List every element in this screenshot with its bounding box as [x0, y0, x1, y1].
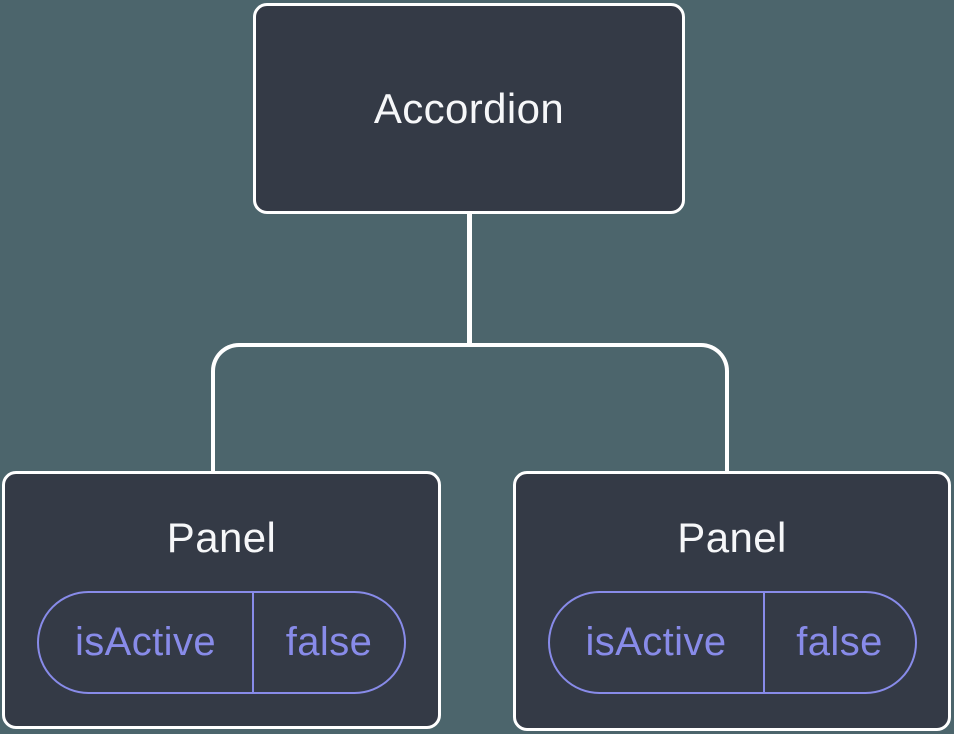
panel-node-right: Panel isActive false	[513, 471, 951, 731]
accordion-node: Accordion	[253, 3, 685, 214]
state-name: isActive	[550, 593, 765, 692]
state-value: false	[285, 620, 373, 664]
panel-node-left: Panel isActive false	[2, 471, 441, 729]
state-pill: isActive false	[547, 591, 917, 694]
panel-node-title: Panel	[677, 514, 787, 561]
accordion-node-title: Accordion	[373, 85, 565, 132]
connector-branch	[211, 343, 729, 471]
panel-node-title: Panel	[166, 514, 277, 561]
state-name: isActive	[39, 593, 254, 692]
state-pill: isActive false	[37, 591, 406, 694]
state-value: false	[796, 620, 883, 664]
connector-stem	[467, 212, 472, 347]
